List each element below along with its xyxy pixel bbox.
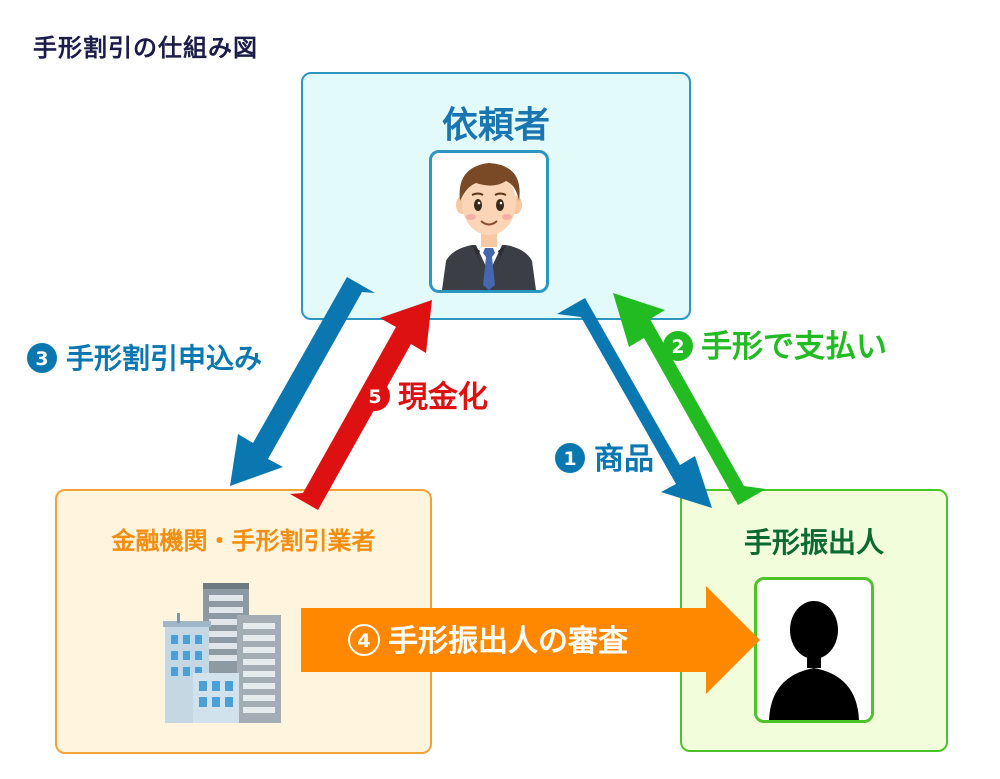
- arrow-step-4: [301, 586, 760, 694]
- step-1-label: 1 商品: [555, 442, 654, 477]
- person-silhouette-icon: [769, 601, 859, 720]
- step-1-text: 商品: [594, 442, 654, 477]
- note-drawer-label: 手形振出人: [743, 526, 884, 559]
- step-1-badge: [555, 443, 585, 473]
- step-3-number: 3: [35, 348, 48, 370]
- arrow-step-5: [290, 300, 432, 510]
- office-buildings-icon: [163, 583, 281, 723]
- step-2-label: 2 手形で支払い: [663, 329, 887, 365]
- businessman-portrait: [429, 150, 549, 293]
- step-4-text: 手形振出人の審査: [388, 624, 628, 659]
- step-5-number: 5: [368, 386, 381, 408]
- financial-institution-box: 金融機関・手形割引業者: [55, 489, 432, 754]
- businessman-icon: [442, 163, 536, 290]
- step-4-label: 4 手形振出人の審査: [348, 624, 628, 659]
- step-2-text: 手形で支払い: [701, 329, 887, 365]
- step-1-number: 1: [563, 448, 576, 470]
- step-4-badge: [348, 624, 380, 656]
- silhouette-portrait: [754, 577, 874, 723]
- diagram-title: 手形割引の仕組み図: [33, 34, 258, 62]
- step-3-badge: [27, 343, 57, 373]
- step-4-number: 4: [357, 630, 370, 652]
- requester-label: 依頼者: [441, 105, 550, 146]
- step-5-text: 現金化: [398, 380, 488, 415]
- step-3-text: 手形割引申込み: [66, 342, 262, 375]
- financial-institution-label: 金融機関・手形割引業者: [111, 527, 376, 555]
- step-5-label: 5 現金化: [360, 380, 488, 415]
- arrow-step-1: [557, 298, 712, 508]
- arrow-step-2: [613, 293, 766, 505]
- step-3-label: 3 手形割引申込み: [27, 342, 262, 375]
- step-5-badge: [360, 381, 390, 411]
- requester-box: 依頼者: [301, 72, 691, 320]
- step-2-badge: [663, 331, 693, 361]
- arrow-step-3: [230, 277, 375, 486]
- step-2-number: 2: [671, 336, 684, 358]
